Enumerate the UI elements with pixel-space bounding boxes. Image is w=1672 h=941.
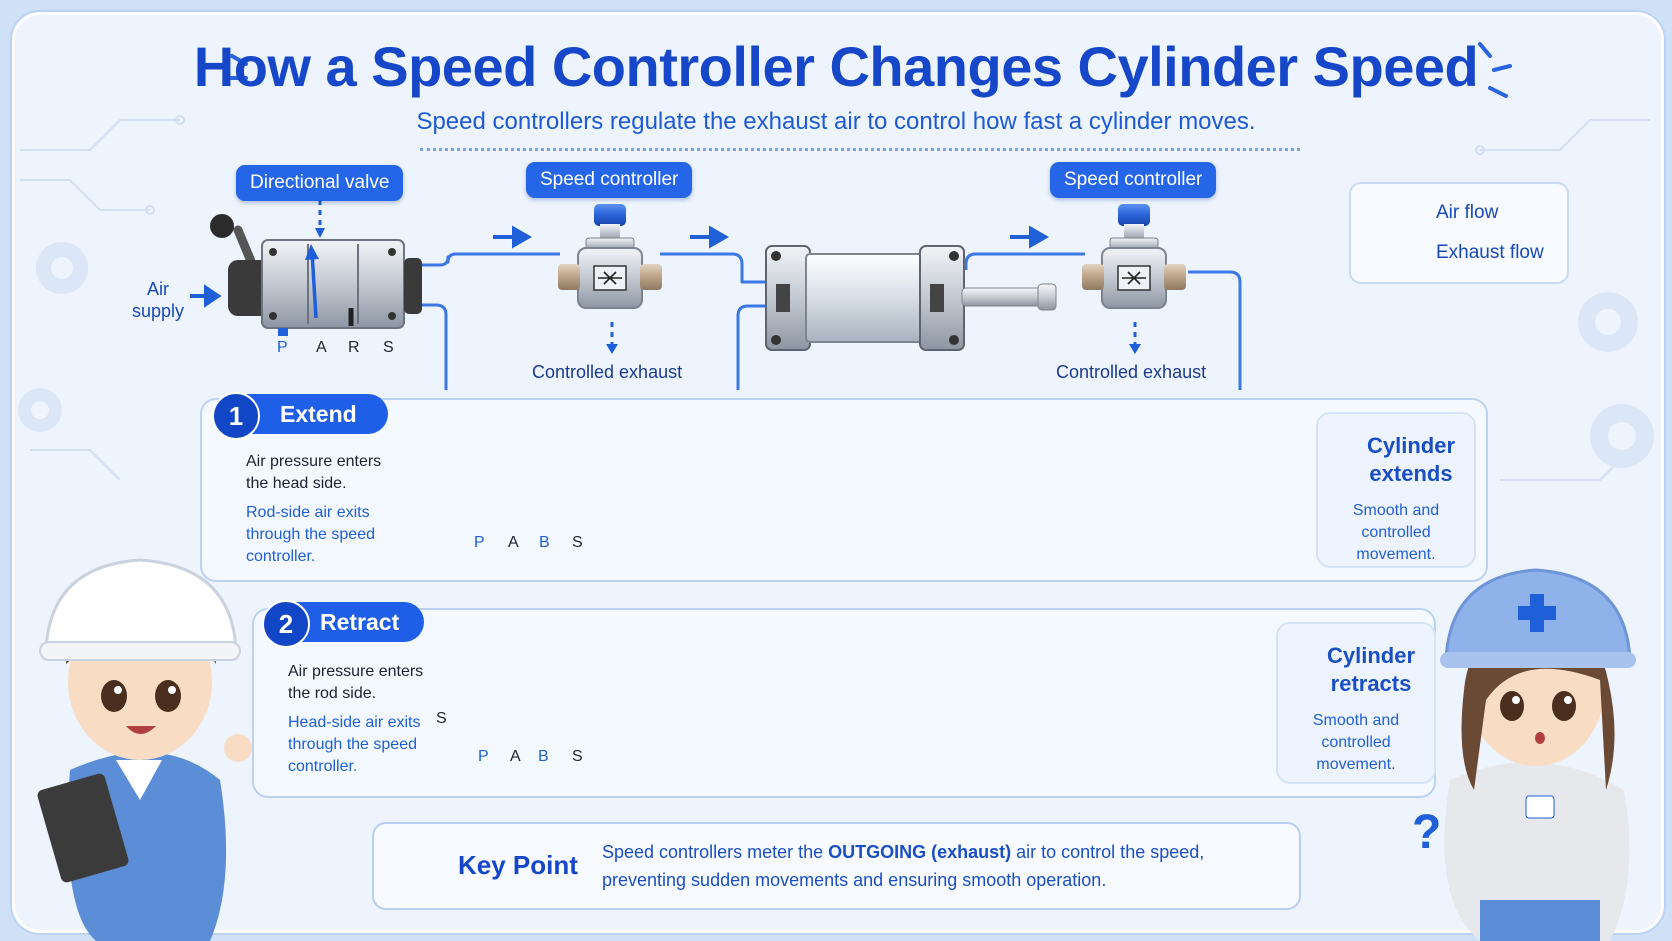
key-point-label: Key Point: [458, 850, 578, 880]
svg-text:?: ?: [1412, 806, 1441, 859]
engineer-boy-illustration: [37, 558, 252, 941]
exhaust-flow-arrow: [318, 200, 1137, 344]
port-p: P: [277, 339, 288, 356]
retract-result-sub: Smooth and controlled movement.: [1312, 712, 1400, 773]
retract-port-a: A: [510, 748, 521, 765]
port-a: A: [316, 339, 327, 356]
air-flow-arrow: [190, 225, 1050, 308]
speed-controller-top-left: [558, 204, 662, 309]
legend-air-flow-label: Air flow: [1436, 202, 1499, 223]
key-point-line-1-a: Speed controllers meter the: [602, 842, 829, 862]
title-sparks: [226, 42, 1512, 98]
engineer-girl-illustration: ?: [1412, 568, 1636, 941]
extend-desc-1: Air pressure enters the head side.: [246, 453, 382, 492]
page-subtitle: Speed controllers regulate the exhaust a…: [416, 108, 1256, 135]
extend-result-box: Cylinder extends Smooth and controlled m…: [1316, 412, 1476, 568]
retract-port-s: S: [572, 748, 583, 765]
key-point-panel: Key Point Speed controllers meter the OU…: [372, 822, 1301, 910]
retract-panel: [252, 608, 1436, 798]
page-title: How a Speed Controller Changes Cylinder …: [193, 35, 1479, 98]
retract-result-title: Cylinder retracts: [1326, 643, 1416, 696]
retract-desc-2: Head-side air exits through the speed co…: [288, 714, 421, 775]
key-point-line-2: preventing sudden movements and ensuring…: [602, 870, 1107, 890]
speed-controller-tag-right: Speed controller: [1050, 162, 1217, 198]
extend-port-b: B: [539, 534, 550, 551]
key-point-emphasis: OUTGOING (exhaust): [828, 842, 1012, 862]
extend-port-p: P: [474, 534, 485, 551]
retract-port-p: P: [478, 748, 489, 765]
background-circuit: [20, 115, 1650, 481]
retract-result-box: Cylinder retracts Smooth and controlled …: [1276, 622, 1436, 784]
retract-side-port: S: [436, 710, 447, 727]
directional-valve-tag: Directional valve: [236, 165, 404, 201]
extend-result-title: Cylinder extends: [1366, 433, 1456, 486]
directional-valve: [210, 214, 422, 336]
controlled-exhaust-label-right: Controlled exhaust: [1056, 362, 1207, 382]
key-point-line-1: Speed controllers meter the OUTGOING (ex…: [602, 842, 1204, 863]
extend-port-a: A: [508, 534, 519, 551]
retract-desc-1: Air pressure enters the rod side.: [288, 663, 424, 702]
top-air-pipes: [420, 252, 1242, 390]
speed-controller-top-right: [1082, 204, 1186, 309]
controlled-exhaust-label-left: Controlled exhaust: [532, 362, 683, 382]
pneumatic-cylinder-top: [765, 245, 1057, 351]
key-point-line-1-c: air to control the speed,: [1011, 842, 1205, 862]
retract-step-badge: 2 Retract: [262, 600, 424, 648]
retract-port-b: B: [538, 748, 549, 765]
legend-exhaust-flow-label: Exhaust flow: [1436, 242, 1544, 263]
extend-port-s: S: [572, 534, 583, 551]
legend: Air flow Exhaust flow: [1349, 182, 1569, 284]
air-supply-label: Air supply: [131, 279, 185, 321]
extend-step-label: Extend: [280, 401, 357, 427]
retract-step-number: 2: [262, 600, 310, 648]
extend-result-sub: Smooth and controlled movement.: [1352, 502, 1440, 563]
extend-step-number: 1: [212, 392, 260, 440]
extend-panel: [200, 398, 1488, 582]
title-divider: [420, 148, 1300, 151]
port-s: S: [383, 339, 394, 356]
extend-desc-2: Rod-side air exits through the speed con…: [246, 504, 375, 565]
extend-step-badge: 1 Extend: [212, 392, 388, 440]
port-r: R: [348, 339, 360, 356]
speed-controller-tag-left: Speed controller: [526, 162, 693, 198]
retract-step-label: Retract: [320, 609, 400, 635]
